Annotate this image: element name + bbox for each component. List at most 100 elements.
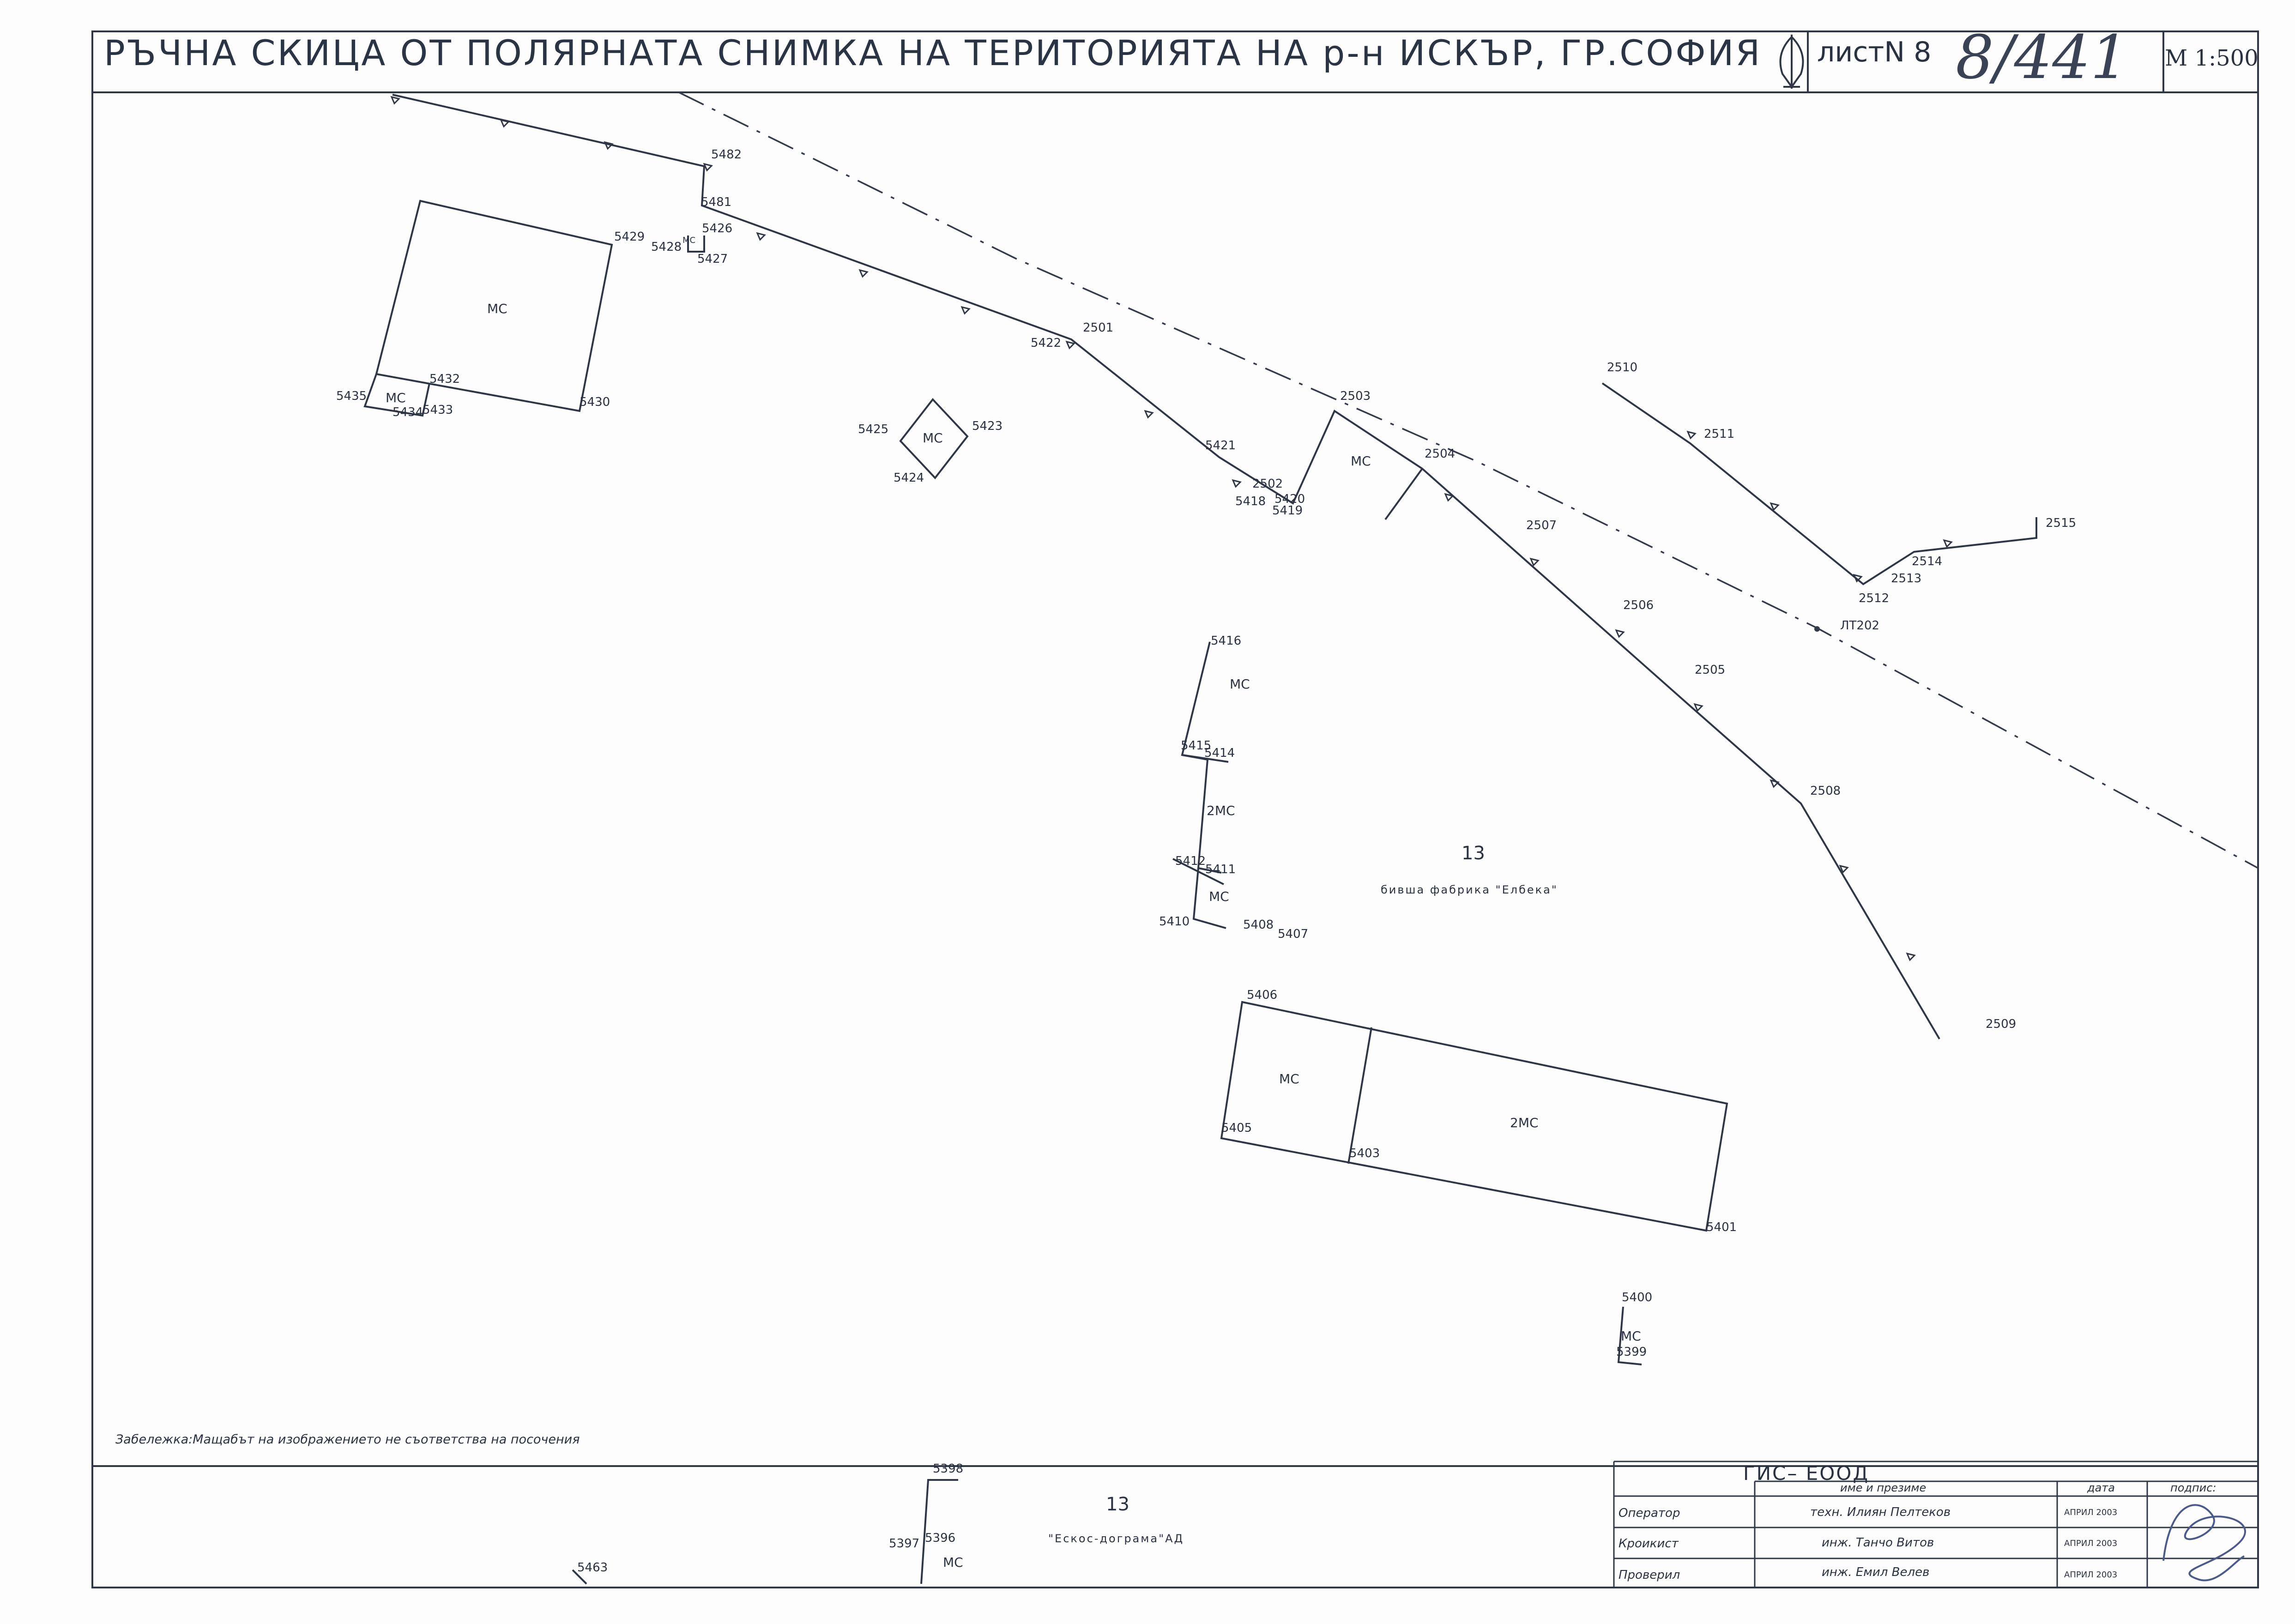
point-label: 5410	[1159, 915, 1190, 929]
date-checker: АПРИЛ 2003	[2064, 1570, 2118, 1580]
building-label: 2МС	[1207, 803, 1235, 818]
point-label: 5432	[429, 372, 460, 386]
point-label: 5415	[1181, 739, 1212, 753]
signature	[2162, 1504, 2246, 1582]
col-header-sign: подпис:	[2170, 1481, 2216, 1494]
parcel-number: 13	[1462, 843, 1485, 864]
point-label: 5414	[1204, 746, 1235, 760]
point-label: 5407	[1278, 927, 1309, 941]
point-label: 2501	[1083, 321, 1114, 335]
handwritten-sheet-number: 8/441	[1956, 22, 2129, 92]
name-operator: техн. Илиян Пелтеков	[1810, 1505, 1951, 1519]
building-label: МС	[1279, 1071, 1299, 1087]
point-label: 2503	[1340, 389, 1371, 403]
point-label: 5430	[580, 395, 610, 409]
name-drafter: инж. Танчо Витов	[1822, 1536, 1934, 1550]
building-ms-small	[1617, 1306, 1642, 1365]
building-label: МС	[1621, 1328, 1641, 1344]
point-label: 5424	[894, 471, 924, 485]
sheet-title: РЪЧНА СКИЦА ОТ ПОЛЯРНАТА СНИМКА НА ТЕРИТ…	[104, 32, 1762, 73]
lt202-point	[1814, 626, 1820, 632]
building-label: МС	[1209, 889, 1229, 904]
point-label: 5419	[1272, 504, 1303, 518]
point-label: 5408	[1243, 918, 1274, 932]
building-label: МС	[1351, 453, 1371, 469]
role-operator: Оператор	[1619, 1506, 1680, 1520]
role-drafter: Кроикист	[1619, 1537, 1679, 1551]
axis-dash-line	[678, 91, 2259, 869]
building-label: МС	[923, 430, 943, 446]
point-label: 2513	[1891, 572, 1922, 586]
point-label: 2504	[1425, 447, 1456, 461]
point-label: 5435	[336, 389, 367, 403]
scale-label: М 1:500	[2165, 45, 2259, 71]
point-label: 5429	[614, 230, 645, 244]
point-label: 5422	[1031, 336, 1062, 350]
point-label: 5481	[701, 195, 732, 209]
point-label: 5397	[889, 1537, 920, 1551]
point-label: 5428	[651, 240, 682, 254]
point-label: ЛТ202	[1840, 619, 1880, 633]
date-operator: АПРИЛ 2003	[2064, 1508, 2118, 1517]
point-label: 5434	[393, 405, 423, 419]
building-label: МС	[943, 1555, 963, 1570]
lower-fence-line	[920, 1479, 958, 1584]
fence-line	[392, 94, 1940, 1040]
point-label: 2512	[1859, 592, 1890, 605]
point-label: 5421	[1205, 439, 1236, 453]
point-label: 5405	[1221, 1121, 1252, 1135]
building-label: МС	[1230, 676, 1250, 692]
col-header-date: дата	[2087, 1481, 2115, 1494]
role-checker: Проверил	[1619, 1568, 1680, 1582]
date-drafter: АПРИЛ 2003	[2064, 1539, 2118, 1548]
point-label: 5398	[933, 1462, 964, 1476]
point-label: 2509	[1986, 1017, 2017, 1031]
point-label: 5420	[1274, 492, 1305, 506]
point-label: 5401	[1706, 1220, 1737, 1234]
point-label: 5433	[423, 403, 453, 417]
building-label: МС	[487, 301, 507, 316]
point-label: 2508	[1810, 784, 1841, 798]
point-label: 5425	[858, 423, 889, 436]
name-checker: инж. Емил Велев	[1822, 1565, 1930, 1579]
building-label: 2МС	[1510, 1115, 1539, 1130]
point-label: 2514	[1912, 555, 1943, 568]
point-label: 5396	[925, 1531, 956, 1545]
point-label: 2505	[1695, 663, 1726, 677]
point-label: 2510	[1607, 361, 1638, 374]
point-label: 2502	[1252, 477, 1283, 491]
company-name: ГИС– ЕООД	[1743, 1462, 1870, 1485]
north-arrow-icon	[1779, 35, 1804, 89]
factory-label: бивша фабрика "Елбека"	[1381, 883, 1558, 896]
point-label: 5427	[697, 252, 728, 266]
building-label: МС	[682, 235, 696, 245]
sheet-border	[91, 30, 2259, 1588]
point-label: 5423	[972, 419, 1003, 433]
company-label-lower: "Ескос-дограма"АД	[1048, 1532, 1184, 1545]
point-label: 5416	[1211, 634, 1242, 648]
point-label: 5399	[1616, 1345, 1647, 1359]
col-header-name: име и презиме	[1840, 1481, 1927, 1494]
point-label: 2507	[1526, 519, 1557, 532]
building-ms-diamond	[899, 398, 969, 480]
point-label: 2515	[2046, 516, 2077, 530]
point-label: 5403	[1349, 1147, 1380, 1160]
point-label: 5482	[711, 148, 742, 162]
scale-note: Забележка:Мащабът на изображението не съ…	[115, 1432, 580, 1447]
building-ms-large-lower	[1220, 1001, 1728, 1232]
building-ms-large	[375, 199, 613, 412]
point-label: 5426	[702, 222, 733, 235]
point-label: 5418	[1235, 495, 1266, 508]
point-label: 2506	[1623, 598, 1654, 612]
point-label: 5411	[1205, 863, 1236, 876]
point-label: 5412	[1175, 854, 1206, 868]
sheet-number-label: листN 8	[1817, 36, 1932, 68]
point-label: 5400	[1622, 1291, 1653, 1304]
point-label: 5406	[1247, 988, 1278, 1002]
parcel-number-lower: 13	[1106, 1494, 1129, 1515]
point-label: 5463	[577, 1561, 608, 1575]
building-label: МС	[386, 390, 406, 405]
survey-triangle-markers	[390, 96, 1953, 961]
